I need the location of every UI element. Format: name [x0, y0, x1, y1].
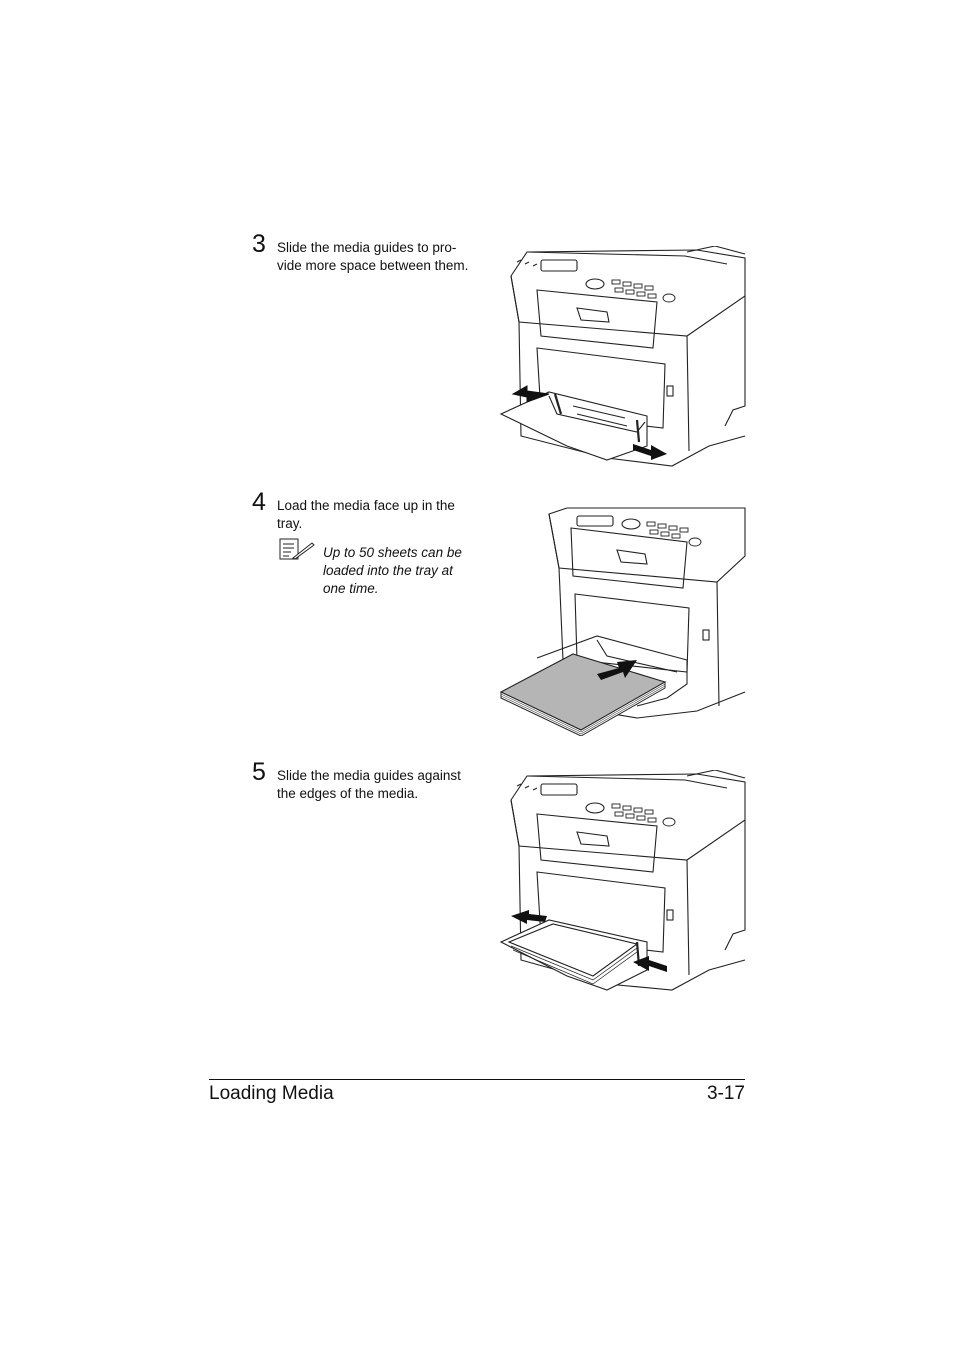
step-3-line-1: Slide the media guides to pro- — [277, 240, 457, 255]
step-5-line-1: Slide the media guides against — [277, 768, 461, 783]
footer-title: Loading Media — [209, 1083, 334, 1104]
printer-illustration-loading-media — [499, 507, 746, 736]
note-line-3: one time. — [323, 581, 379, 596]
step-3-line-2: vide more space between them. — [277, 257, 469, 273]
step-3-text: Slide the media guides to pro- vide more… — [277, 239, 487, 274]
note-pencil-icon — [279, 538, 315, 560]
footer-page-number: 3-17 — [706, 1083, 745, 1104]
step-5-text: Slide the media guides against the edges… — [277, 767, 487, 802]
note-line-1: Up to 50 sheets can be — [323, 545, 462, 560]
step-5-line-2: the edges of the media. — [277, 785, 419, 801]
step-5-number: 5 — [252, 758, 266, 786]
printer-illustration-guides-apart — [499, 246, 746, 467]
note-text: Up to 50 sheets can be loaded into the t… — [323, 544, 488, 598]
step-4-line-2: tray. — [277, 515, 303, 531]
step-4-text: Load the media face up in the tray. — [277, 497, 487, 532]
step-3-number: 3 — [252, 230, 266, 258]
step-4-line-1: Load the media face up in the — [277, 498, 455, 513]
footer-rule — [209, 1079, 745, 1080]
printer-illustration-guides-against-media — [499, 770, 746, 991]
note-line-2: loaded into the tray at — [323, 563, 453, 578]
step-4-number: 4 — [252, 488, 266, 516]
